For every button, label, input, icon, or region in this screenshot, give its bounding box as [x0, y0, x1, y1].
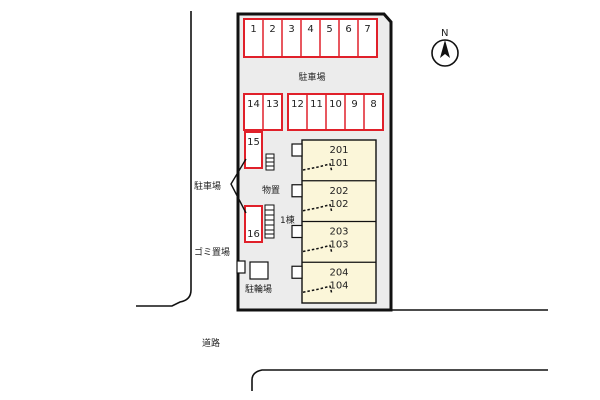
- unit-upper-label: 203: [329, 227, 348, 238]
- stall-outline: [243, 18, 378, 58]
- entrance-step: [291, 224, 303, 239]
- parking-stall-label: 3: [288, 24, 294, 35]
- north-arrow: N: [431, 28, 459, 67]
- parking-stall-label: 6: [345, 24, 351, 35]
- stair-path: [302, 285, 333, 295]
- parking-right-row: 12 11 10 9 8: [287, 93, 384, 131]
- unit-upper-label: 201: [329, 145, 348, 156]
- stair-path: [302, 244, 333, 254]
- parking-stall-label: 7: [364, 24, 370, 35]
- road-edge-upper: [136, 11, 192, 307]
- parking-stall-label: 5: [326, 24, 332, 35]
- storage-upper: [265, 153, 275, 171]
- stair-path: [302, 203, 333, 213]
- stall-outline: [244, 205, 263, 243]
- parking-stall-label: 8: [370, 99, 376, 110]
- parking-stall-label: 4: [307, 24, 313, 35]
- bicycle-parking: [249, 261, 269, 280]
- parking-top-row: 1 2 3 4 5 6 7: [243, 18, 378, 58]
- parking-stall-label: 14: [247, 99, 260, 110]
- parking-stall-label: 15: [247, 137, 260, 148]
- parking-stall-label: 16: [247, 229, 260, 240]
- unit-lower-label: 102: [329, 199, 348, 210]
- unit-lower-label: 104: [329, 280, 348, 291]
- parking-side-label: 駐車場: [194, 180, 221, 192]
- road-label: 道路: [202, 337, 220, 349]
- bicycle-label: 駐輪場: [245, 283, 272, 295]
- parking-stall-label: 11: [310, 99, 323, 110]
- stall-outline: [287, 93, 384, 131]
- garbage-label: ゴミ置場: [194, 246, 230, 258]
- garbage-station: [236, 260, 246, 274]
- entrance-step: [291, 184, 303, 198]
- unit-lower-label: 103: [329, 240, 348, 251]
- road-edge-lower: [251, 369, 548, 391]
- parking-stall-label: 1: [250, 24, 256, 35]
- stall-outline: [244, 131, 263, 169]
- parking-area-label: 駐車場: [298, 71, 325, 83]
- parking-stall-label: 12: [291, 99, 304, 110]
- unit-upper-label: 202: [329, 186, 348, 197]
- parking-left-pair: 14 13: [243, 93, 283, 131]
- parking-side-bracket: [230, 158, 247, 214]
- stair-path: [302, 163, 333, 173]
- unit-upper-label: 204: [329, 267, 348, 278]
- unit-lower-label: 101: [329, 158, 348, 169]
- parking-stall-label: 13: [266, 99, 279, 110]
- parking-stall-label: 10: [329, 99, 342, 110]
- building-label: 1棟: [280, 214, 295, 226]
- storage-label: 物置: [262, 184, 280, 196]
- storage-lower: [264, 204, 275, 239]
- building-units: 201 101 202 102 203 103 204 104: [291, 143, 376, 295]
- entrance-step: [291, 143, 303, 157]
- parking-stall-label: 2: [269, 24, 275, 35]
- north-label: N: [441, 28, 448, 39]
- entrance-step: [291, 265, 303, 279]
- parking-stall-label: 9: [351, 99, 357, 110]
